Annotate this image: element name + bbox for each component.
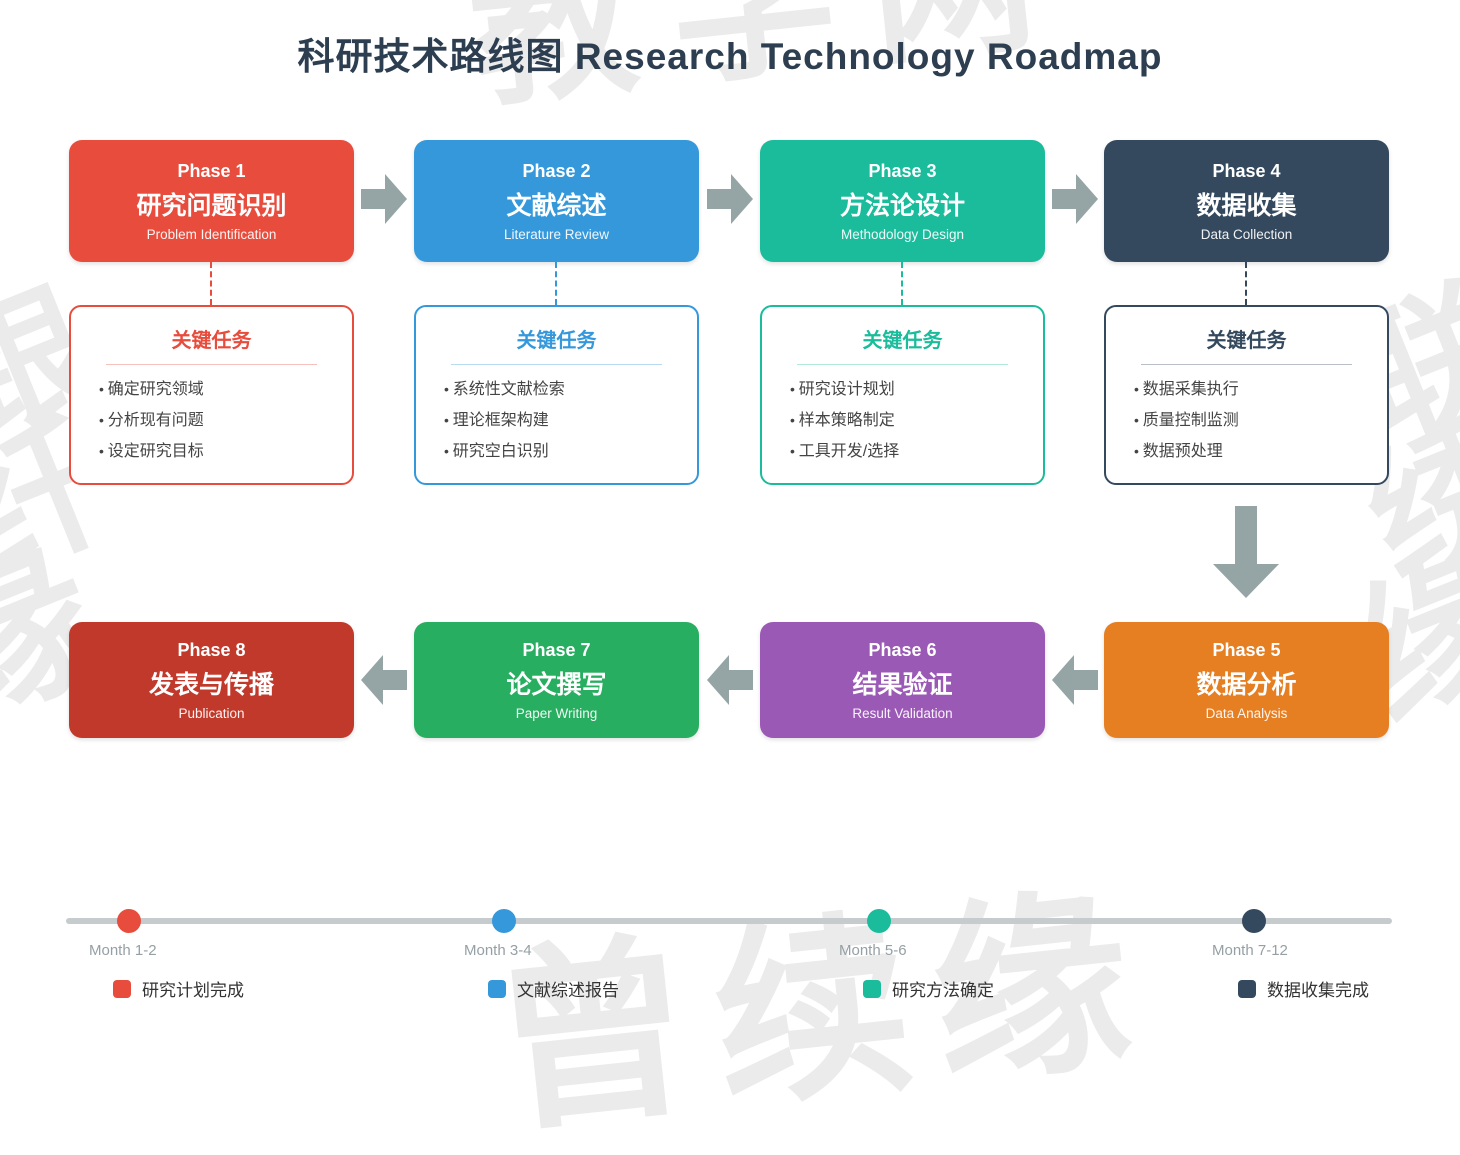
phase-title-zh: 论文撰写 [506, 670, 607, 699]
milestone-item: 研究计划完成 [113, 976, 244, 1001]
task-card-4: 关键任务 数据采集执行 质量控制监测 数据预处理 [1104, 305, 1389, 485]
task-list: 数据采集执行 质量控制监测 数据预处理 [1106, 374, 1387, 467]
phase-number: Phase 6 [868, 639, 937, 660]
phase-title-en: Methodology Design [840, 226, 965, 242]
arrow-right-icon [361, 174, 407, 224]
phase-box-6: Phase 6 结果验证 Result Validation [760, 622, 1045, 738]
task-item: 研究空白识别 [444, 436, 687, 467]
arrow-left-icon [1052, 655, 1098, 705]
timeline-dot [117, 909, 141, 933]
task-card-title: 关键任务 [171, 330, 252, 352]
phase-number: Phase 3 [868, 160, 937, 181]
task-card-3: 关键任务 研究设计规划 样本策略制定 工具开发/选择 [760, 305, 1045, 485]
phase-box-8: Phase 8 发表与传播 Publication [69, 622, 354, 738]
task-card-title: 关键任务 [862, 330, 943, 352]
phase-title-zh: 发表与传播 [148, 670, 274, 699]
phase-number: Phase 2 [522, 160, 591, 181]
task-item: 理论框架构建 [444, 405, 687, 436]
phase-box-3: Phase 3 方法论设计 Methodology Design [760, 140, 1045, 262]
phase-title-zh: 数据分析 [1196, 670, 1297, 699]
timeline-month-label: Month 7-12 [1212, 942, 1288, 959]
phase-box-2: Phase 2 文献综述 Literature Review [414, 140, 699, 262]
timeline-month-label: Month 3-4 [464, 942, 532, 959]
phase-box-5: Phase 5 数据分析 Data Analysis [1104, 622, 1389, 738]
milestone-label: 文献综述报告 [517, 981, 619, 1000]
task-item: 质量控制监测 [1134, 405, 1377, 436]
task-item: 数据预处理 [1134, 436, 1377, 467]
arrow-left-icon [361, 655, 407, 705]
milestone-marker-icon [113, 979, 131, 998]
milestone-label: 研究计划完成 [142, 981, 244, 1000]
task-list: 确定研究领域 分析现有问题 设定研究目标 [71, 374, 352, 467]
divider [106, 364, 317, 365]
connector-line [901, 262, 903, 305]
timeline-dot [1242, 909, 1266, 933]
timeline-dot [867, 909, 891, 933]
phase-title-en: Paper Writing [515, 705, 598, 721]
task-item: 工具开发/选择 [790, 436, 1033, 467]
connector-line [1245, 262, 1247, 305]
phase-box-1: Phase 1 研究问题识别 Problem Identification [69, 140, 354, 262]
task-card-2: 关键任务 系统性文献检索 理论框架构建 研究空白识别 [414, 305, 699, 485]
phase-title-zh: 结果验证 [852, 670, 953, 699]
timeline-line [66, 918, 1392, 924]
task-item: 分析现有问题 [99, 405, 342, 436]
phase-box-7: Phase 7 论文撰写 Paper Writing [414, 622, 699, 738]
task-card-title: 关键任务 [516, 330, 597, 352]
phase-number: Phase 5 [1212, 639, 1281, 660]
arrow-down-icon [1213, 506, 1279, 598]
arrow-right-icon [707, 174, 753, 224]
phase-title-zh: 文献综述 [506, 191, 607, 220]
phase-title-en: Literature Review [503, 226, 610, 242]
milestone-marker-icon [488, 979, 506, 998]
phase-title-en: Data Collection [1200, 226, 1293, 242]
milestone-marker-icon [1238, 979, 1256, 998]
timeline-month-label: Month 5-6 [839, 942, 907, 959]
phase-title-zh: 方法论设计 [839, 191, 965, 220]
phase-title-en: Data Analysis [1205, 705, 1288, 721]
milestone-item: 文献综述报告 [488, 976, 619, 1001]
phase-title-zh: 研究问题识别 [136, 191, 287, 220]
phase-number: Phase 8 [177, 639, 246, 660]
phase-box-4: Phase 4 数据收集 Data Collection [1104, 140, 1389, 262]
divider [1141, 364, 1352, 365]
arrow-right-icon [1052, 174, 1098, 224]
task-item: 设定研究目标 [99, 436, 342, 467]
milestone-marker-icon [863, 979, 881, 998]
task-card-1: 关键任务 确定研究领域 分析现有问题 设定研究目标 [69, 305, 354, 485]
page-title: 科研技术路线图 Research Technology Roadmap [297, 36, 1163, 77]
milestone-item: 数据收集完成 [1238, 976, 1369, 1001]
arrow-left-icon [707, 655, 753, 705]
task-card-title: 关键任务 [1206, 330, 1287, 352]
connector-line [555, 262, 557, 305]
milestone-label: 数据收集完成 [1267, 981, 1369, 1000]
phase-title-en: Publication [178, 705, 245, 721]
milestone-label: 研究方法确定 [892, 981, 994, 1000]
task-item: 系统性文献检索 [444, 374, 687, 405]
timeline-month-label: Month 1-2 [89, 942, 157, 959]
task-item: 研究设计规划 [790, 374, 1033, 405]
timeline-dot [492, 909, 516, 933]
phase-title-en: Problem Identification [146, 226, 277, 242]
phase-number: Phase 4 [1212, 160, 1281, 181]
task-item: 数据采集执行 [1134, 374, 1377, 405]
divider [797, 364, 1008, 365]
roadmap-canvas: 科研技术路线图 Research Technology Roadmap Phas… [0, 0, 1460, 1040]
phase-title-en: Result Validation [852, 705, 953, 721]
phase-number: Phase 1 [177, 160, 246, 181]
task-list: 系统性文献检索 理论框架构建 研究空白识别 [416, 374, 697, 467]
task-item: 样本策略制定 [790, 405, 1033, 436]
task-item: 确定研究领域 [99, 374, 342, 405]
phase-number: Phase 7 [522, 639, 591, 660]
task-list: 研究设计规划 样本策略制定 工具开发/选择 [762, 374, 1043, 467]
milestone-item: 研究方法确定 [863, 976, 994, 1001]
phase-title-zh: 数据收集 [1196, 191, 1297, 220]
connector-line [210, 262, 212, 305]
divider [451, 364, 662, 365]
